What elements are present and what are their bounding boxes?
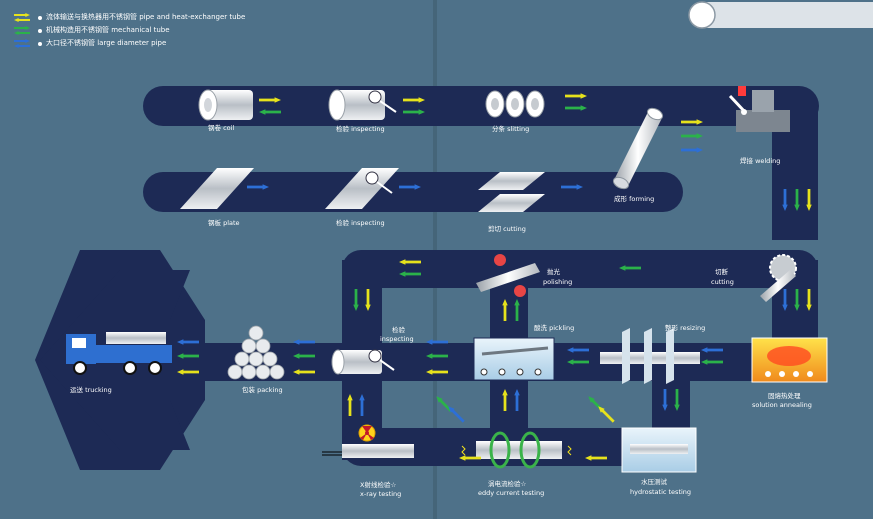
xray-image	[322, 424, 414, 458]
legend-item-green: 机械构造用不锈钢管 mechanical tube	[14, 24, 245, 37]
pickling-label: 酸洗 pickling	[534, 324, 575, 332]
packing-label: 包装 packing	[242, 386, 283, 394]
inspecting-coil-image	[328, 89, 397, 121]
polishing-label-cn: 抛光	[547, 268, 560, 276]
legend-label: 大口径不锈钢管 large diameter pipe	[46, 39, 167, 47]
blue-double-arrow-icon	[14, 39, 30, 48]
cutting-label-cn: 切断	[715, 268, 728, 276]
welding-image	[728, 86, 790, 132]
legend: 流体输送与换热器用不锈钢管 pipe and heat-exchanger tu…	[14, 11, 245, 50]
hydro-label-en: hydrostatic testing	[630, 488, 692, 496]
green-double-arrow-icon	[14, 26, 30, 35]
packing-image	[227, 325, 285, 380]
resizing-image	[600, 328, 700, 384]
cutting-saw-image	[760, 254, 797, 302]
legend-label: 流体输送与换热器用不锈钢管 pipe and heat-exchanger tu…	[46, 13, 246, 21]
forming-image	[612, 107, 664, 190]
plate-image	[180, 168, 254, 209]
plate-cutting-image	[478, 172, 545, 212]
eddy-label-cn: 涡电流检验☆	[488, 480, 527, 488]
xray-label-en: x-ray testing	[360, 490, 402, 498]
inspecting-mid-label-en: inspecting	[380, 335, 414, 343]
annealing-label-cn: 固熔热处理	[768, 392, 801, 400]
inspecting-plate-label: 检验 inspecting	[336, 219, 385, 227]
legend-label: 机械构造用不锈钢管 mechanical tube	[46, 26, 170, 34]
hydrostatic-tank-image	[621, 427, 697, 473]
xray-label-cn: X射线检验☆	[360, 481, 397, 489]
flow-arrow-icon	[681, 147, 703, 153]
legend-item-blue: 大口径不锈钢管 large diameter pipe	[14, 37, 245, 50]
plate-label: 钢板 plate	[208, 219, 240, 227]
polishing-image	[476, 254, 540, 297]
annealing-label-en: solution annealing	[752, 401, 812, 409]
hydro-label-cn: 水压测试	[641, 478, 667, 486]
polishing-label-en: polishing	[543, 278, 573, 286]
inspecting-pipe-image	[331, 349, 395, 375]
flow-arrow-icon	[446, 404, 466, 424]
truck-image	[66, 332, 172, 375]
plate-cutting-label: 剪切 cutting	[488, 225, 526, 233]
inspecting-mid-label-cn: 检验	[392, 326, 405, 334]
slitting-label: 分条 slitting	[492, 125, 530, 133]
yellow-double-arrow-icon	[14, 13, 30, 22]
flow-arrow-icon	[681, 133, 703, 139]
forming-label: 成形 forming	[614, 195, 655, 203]
bullet-icon	[38, 15, 42, 20]
trucking-label: 运送 trucking	[70, 386, 112, 394]
coil-image	[198, 89, 253, 121]
bullet-icon	[38, 41, 42, 46]
resizing-label: 整形 resizing	[665, 324, 706, 332]
annealing-furnace-image	[751, 337, 828, 383]
coil-label: 钢卷 coil	[208, 124, 235, 132]
inspecting-top-label: 检验 inspecting	[336, 125, 385, 133]
bullet-icon	[38, 28, 42, 33]
slitting-image	[485, 90, 545, 118]
decorative-tube	[688, 1, 873, 29]
eddy-label-en: eddy current testing	[478, 489, 545, 497]
eddy-current-image	[461, 431, 572, 469]
flow-arrow-icon	[596, 404, 616, 424]
legend-item-yellow: 流体输送与换热器用不锈钢管 pipe and heat-exchanger tu…	[14, 11, 245, 24]
pickling-tank-image	[473, 337, 555, 381]
cutting-label-en: cutting	[711, 278, 734, 286]
inspecting-plate-image	[325, 168, 399, 209]
welding-label: 焊接 welding	[740, 157, 781, 165]
